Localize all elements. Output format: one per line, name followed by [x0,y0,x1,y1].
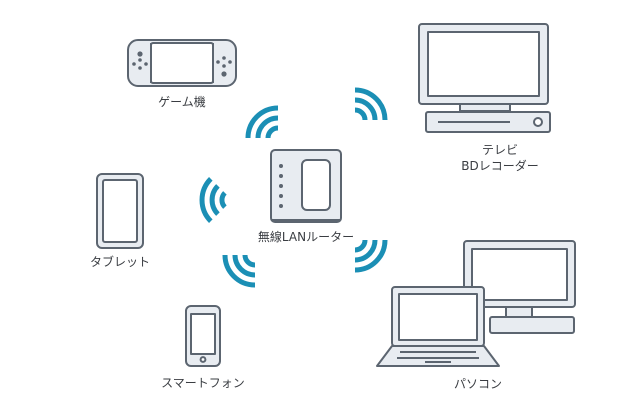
wifi-to-tablet-icon [199,177,227,223]
pc-label: パソコン [453,377,502,391]
smartphone-icon [185,305,221,367]
smartphone-label: スマートフォン [161,376,245,390]
router-label: 無線LANルーター [257,230,355,244]
wireless-router-icon [270,149,342,223]
wifi-to-game-icon [245,105,279,139]
handheld-game-console-icon [127,39,237,87]
bd-recorder-icon [425,111,551,133]
television-icon [418,23,549,112]
wifi-to-pc-icon [354,239,388,273]
wifi-signals [199,87,388,288]
wifi-to-tv-icon [354,87,388,121]
laptop-icon [376,286,500,367]
tablet-icon [96,173,144,249]
bd-recorder-label: BDレコーダー [461,159,539,173]
wifi-to-smartphone-icon [222,254,256,288]
tablet-label: タブレット [89,255,150,269]
game-console-label: ゲーム機 [158,95,206,109]
tv-label: テレビ [481,143,518,157]
desktop-monitor-icon [463,240,576,334]
